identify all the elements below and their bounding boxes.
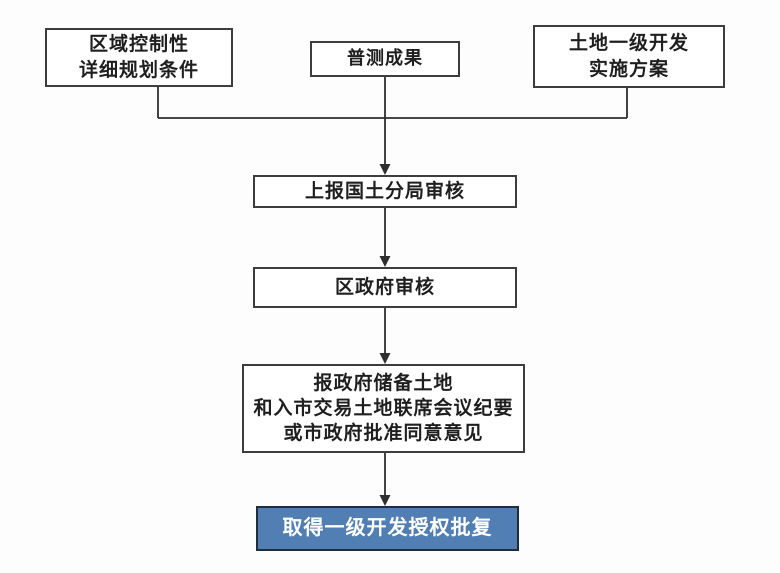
node-survey-results: 普测成果 — [310, 41, 460, 77]
arrowhead-to-meeting — [379, 353, 391, 364]
node-district-review-label: 区政府审核 — [334, 276, 435, 298]
node-bureau-review-label: 上报国土分局审核 — [304, 180, 465, 202]
node-development-plan-line1: 土地一级开发 — [568, 33, 689, 55]
node-planning-conditions: 区域控制性 详细规划条件 — [45, 28, 233, 87]
node-obtain-authorization-label: 取得一级开发授权批复 — [282, 517, 493, 540]
arrowhead-to-bureau-review — [379, 164, 391, 175]
node-joint-meeting-approval-line1: 报政府储备土地 — [313, 372, 454, 394]
node-development-plan: 土地一级开发 实施方案 — [533, 25, 725, 88]
node-bureau-review: 上报国土分局审核 — [253, 175, 517, 208]
node-planning-conditions-line1: 区域控制性 — [88, 34, 189, 56]
node-district-review: 区政府审核 — [253, 267, 517, 308]
node-obtain-authorization: 取得一级开发授权批复 — [256, 506, 519, 551]
node-planning-conditions-line2: 详细规划条件 — [78, 59, 199, 81]
node-joint-meeting-approval-line3: 或市政府批准同意意见 — [283, 423, 484, 445]
node-joint-meeting-approval-line2: 和入市交易土地联席会议纪要 — [253, 397, 514, 419]
node-survey-results-label: 普测成果 — [347, 48, 423, 69]
node-joint-meeting-approval: 报政府储备土地 和入市交易土地联席会议纪要 或市政府批准同意意见 — [242, 364, 525, 453]
arrowhead-to-district-review — [379, 256, 391, 267]
node-development-plan-line2: 实施方案 — [588, 58, 669, 80]
arrowhead-to-final — [379, 495, 391, 506]
